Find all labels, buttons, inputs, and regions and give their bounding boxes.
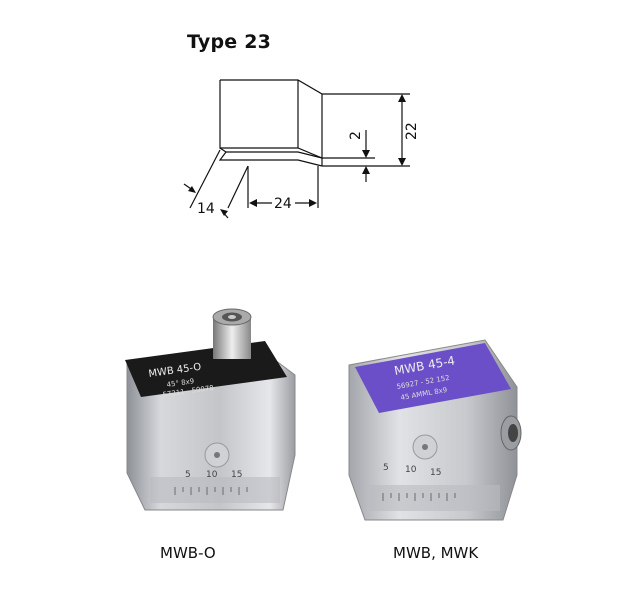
probe-photo-mwb-mwk: MWB 45-4 56927 - 52 152 45 AMML 8x9 5 10… <box>348 339 522 521</box>
dim-14-label: 14 <box>197 201 215 217</box>
slant-line-1 <box>189 149 221 209</box>
caption-mwb-o: MWB-O <box>160 544 216 562</box>
probe-label-plate <box>355 343 511 413</box>
scale-mark-15: 15 <box>231 470 242 480</box>
probe-body-outline <box>219 79 323 159</box>
diagram-title: Type 23 <box>187 31 272 53</box>
slant-line-2 <box>227 165 249 209</box>
scale-mark-5: 5 <box>185 470 191 480</box>
scale-mark-10: 10 <box>206 470 218 480</box>
probe-photo-mwb-o: MWB 45-O 45° 8x9 57211 - 50078 5 10 15 <box>125 308 296 511</box>
dim-2-label: 2 <box>348 131 364 140</box>
dimension-drawing: 2 22 24 14 <box>183 79 420 219</box>
label-line-2: 45° 8x9 <box>166 377 195 389</box>
scale-mark-10: 10 <box>405 465 417 475</box>
scale-mark-5: 5 <box>383 463 389 473</box>
dim-22-label: 22 <box>404 122 420 140</box>
caption-mwb-mwk: MWB, MWK <box>393 544 479 562</box>
dim-24-label: 24 <box>274 196 292 212</box>
scale-mark-15: 15 <box>430 468 441 478</box>
